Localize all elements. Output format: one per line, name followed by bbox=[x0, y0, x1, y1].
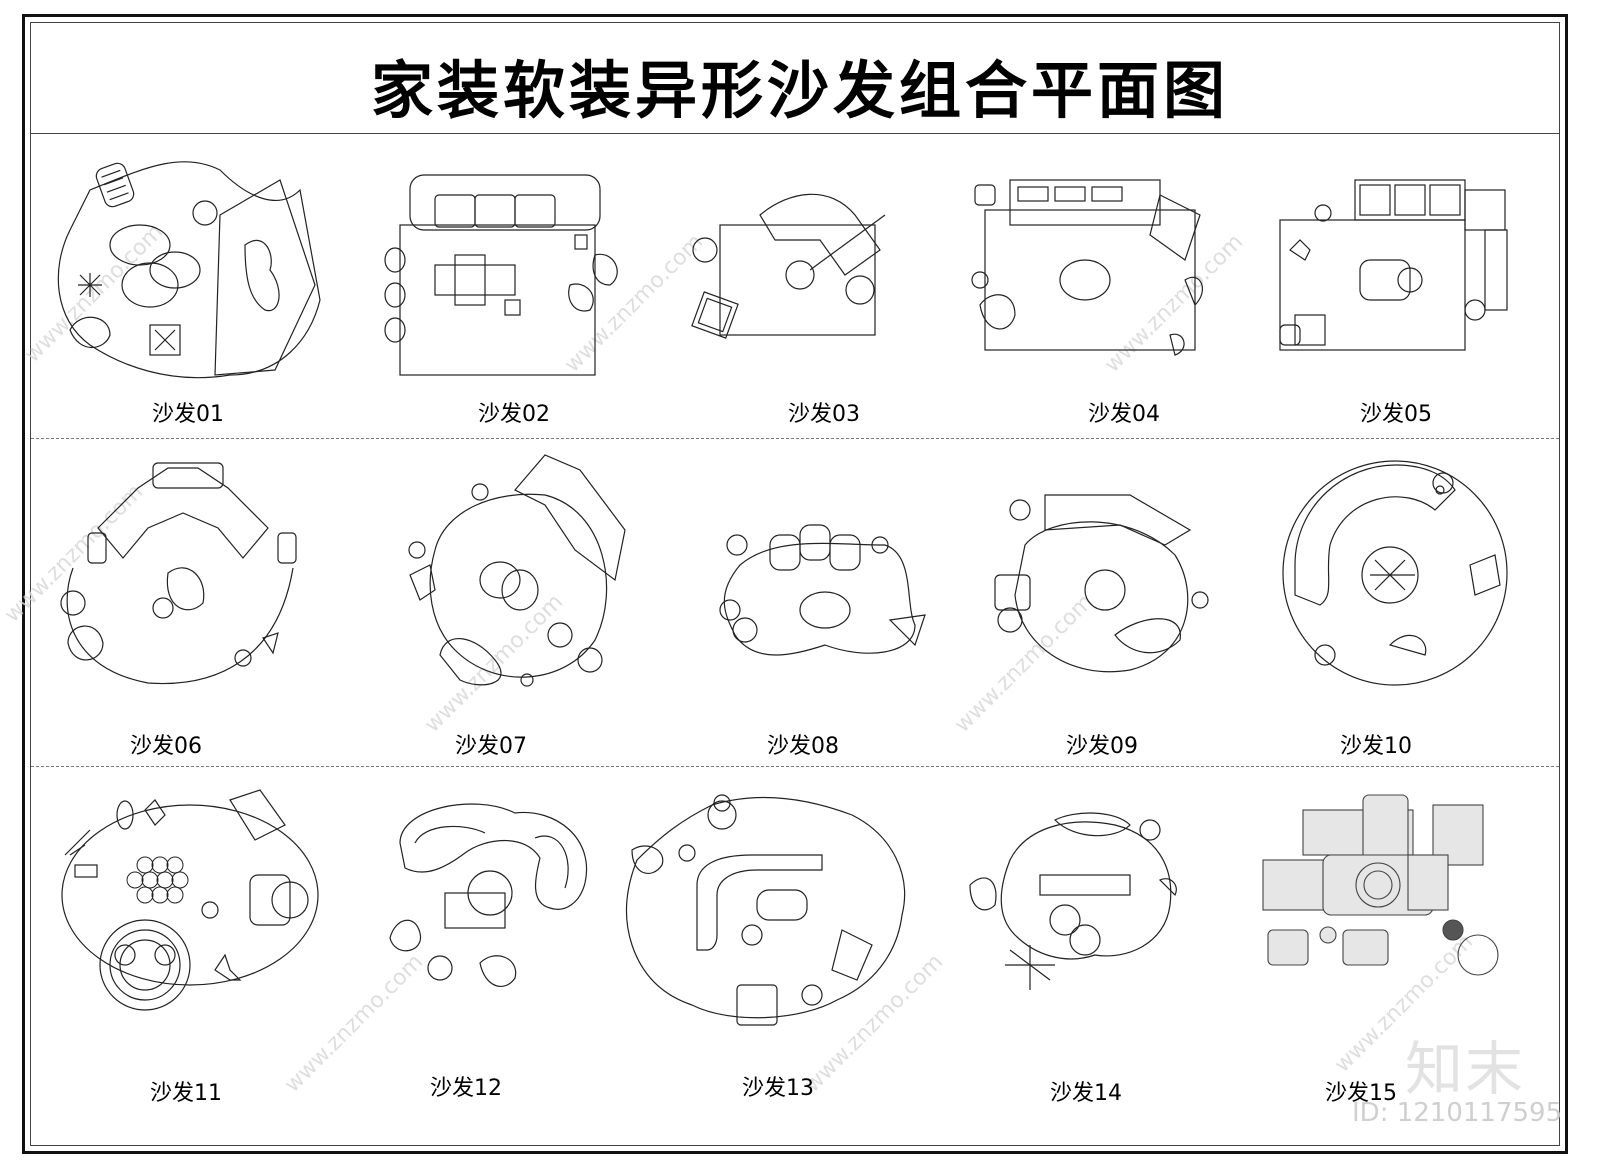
sofa-plan-05 bbox=[1275, 175, 1525, 365]
sofa-caption: 沙发12 bbox=[430, 1076, 502, 1101]
sofa-plan-09 bbox=[990, 485, 1220, 680]
sofa-plan-01 bbox=[50, 150, 330, 385]
sofa-caption: 沙发08 bbox=[767, 734, 839, 759]
sofa-plan-03 bbox=[680, 180, 910, 340]
sofa-caption: 沙发01 bbox=[152, 402, 224, 427]
sofa-caption: 沙发13 bbox=[742, 1076, 814, 1101]
sofa-caption: 沙发03 bbox=[788, 402, 860, 427]
sofa-caption: 沙发04 bbox=[1088, 402, 1160, 427]
title-divider bbox=[30, 133, 1560, 134]
sofa-caption: 沙发06 bbox=[130, 734, 202, 759]
sofa-plan-15 bbox=[1258, 790, 1533, 995]
sofa-plan-07 bbox=[405, 450, 645, 695]
sofa-caption: 沙发10 bbox=[1340, 734, 1412, 759]
sofa-plan-13 bbox=[622, 785, 917, 1030]
sofa-caption: 沙发02 bbox=[478, 402, 550, 427]
sofa-caption: 沙发14 bbox=[1050, 1081, 1122, 1106]
sofa-caption: 沙发07 bbox=[455, 734, 527, 759]
outer-frame bbox=[22, 14, 1568, 1154]
sofa-plan-08 bbox=[715, 515, 945, 670]
sofa-plan-06 bbox=[58, 458, 308, 688]
row-divider bbox=[31, 438, 1559, 439]
inner-frame bbox=[30, 22, 1560, 1146]
sofa-plan-12 bbox=[385, 798, 605, 1013]
sofa-caption: 沙发15 bbox=[1325, 1081, 1397, 1106]
sofa-plan-04 bbox=[970, 175, 1220, 365]
sofa-plan-10 bbox=[1275, 455, 1530, 686]
page-title: 家装软装异形沙发组合平面图 bbox=[370, 54, 1229, 127]
sofa-plan-11 bbox=[55, 785, 325, 1011]
sofa-caption: 沙发09 bbox=[1066, 734, 1138, 759]
brand-watermark: 知末 bbox=[1405, 1035, 1526, 1103]
sofa-plan-02 bbox=[375, 165, 655, 380]
sofa-plan-14 bbox=[965, 805, 1195, 1025]
row-divider bbox=[31, 766, 1559, 767]
id-label: ID: 1210117595 bbox=[1352, 1098, 1563, 1128]
sofa-caption: 沙发11 bbox=[150, 1081, 222, 1106]
sofa-caption: 沙发05 bbox=[1360, 402, 1432, 427]
